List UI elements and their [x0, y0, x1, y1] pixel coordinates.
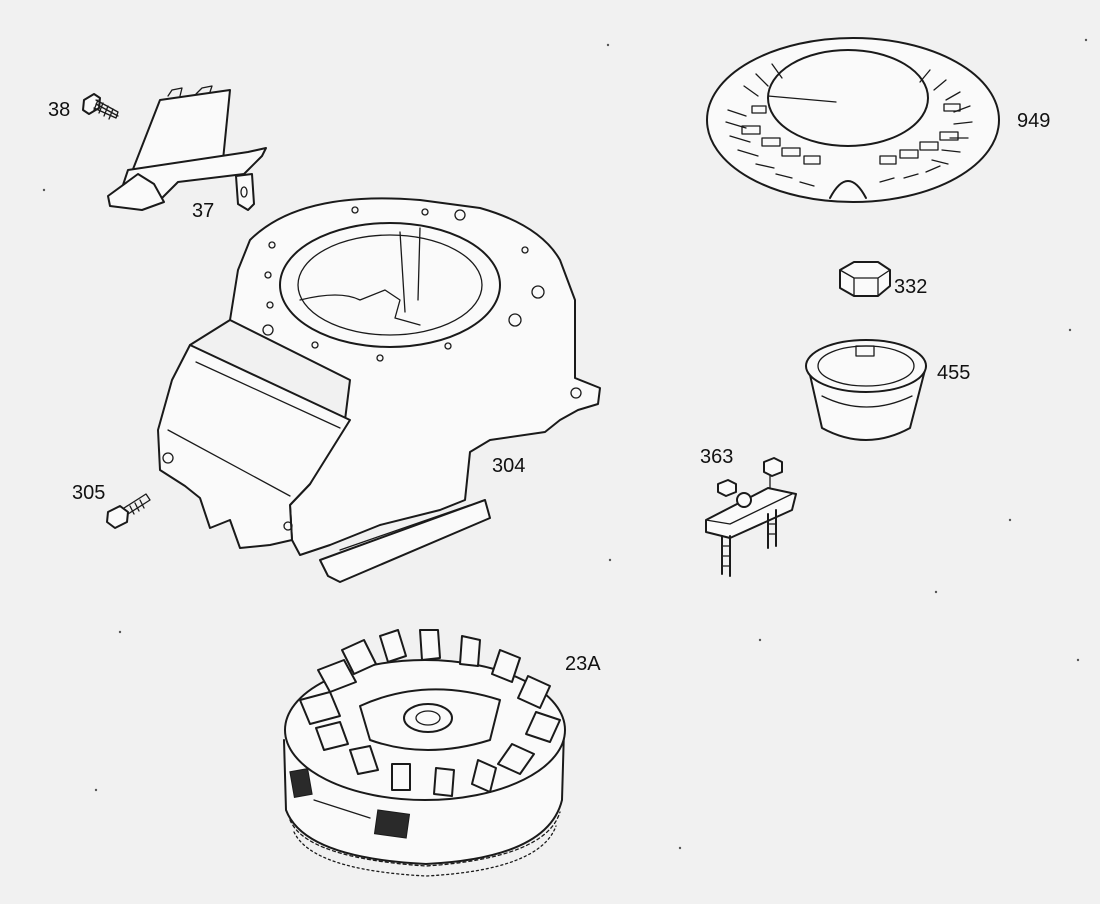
- label-37: 37: [192, 200, 214, 222]
- label-455: 455: [937, 362, 970, 384]
- label-363: 363: [700, 446, 733, 468]
- label-23A: 23A: [565, 653, 601, 675]
- part-949-rotating-screen[interactable]: [706, 37, 1000, 203]
- part-332-nut[interactable]: [839, 261, 891, 297]
- part-363-bracket[interactable]: [705, 457, 797, 577]
- label-305: 305: [72, 482, 105, 504]
- part-455-starter-cup[interactable]: [805, 339, 927, 441]
- callout-labels: 38 37 304 305 949 332 455 363 23A: [48, 99, 1050, 675]
- part-23A-flywheel[interactable]: [283, 629, 566, 877]
- label-304: 304: [492, 455, 525, 477]
- label-949: 949: [1017, 110, 1050, 132]
- part-38-screw[interactable]: [82, 93, 119, 120]
- scan-specks: [42, 38, 1088, 850]
- part-305-screw[interactable]: [106, 493, 151, 529]
- label-332: 332: [894, 276, 927, 298]
- part-304-blower-housing[interactable]: [157, 197, 601, 583]
- part-37-deflector[interactable]: [107, 85, 267, 211]
- label-38: 38: [48, 99, 70, 121]
